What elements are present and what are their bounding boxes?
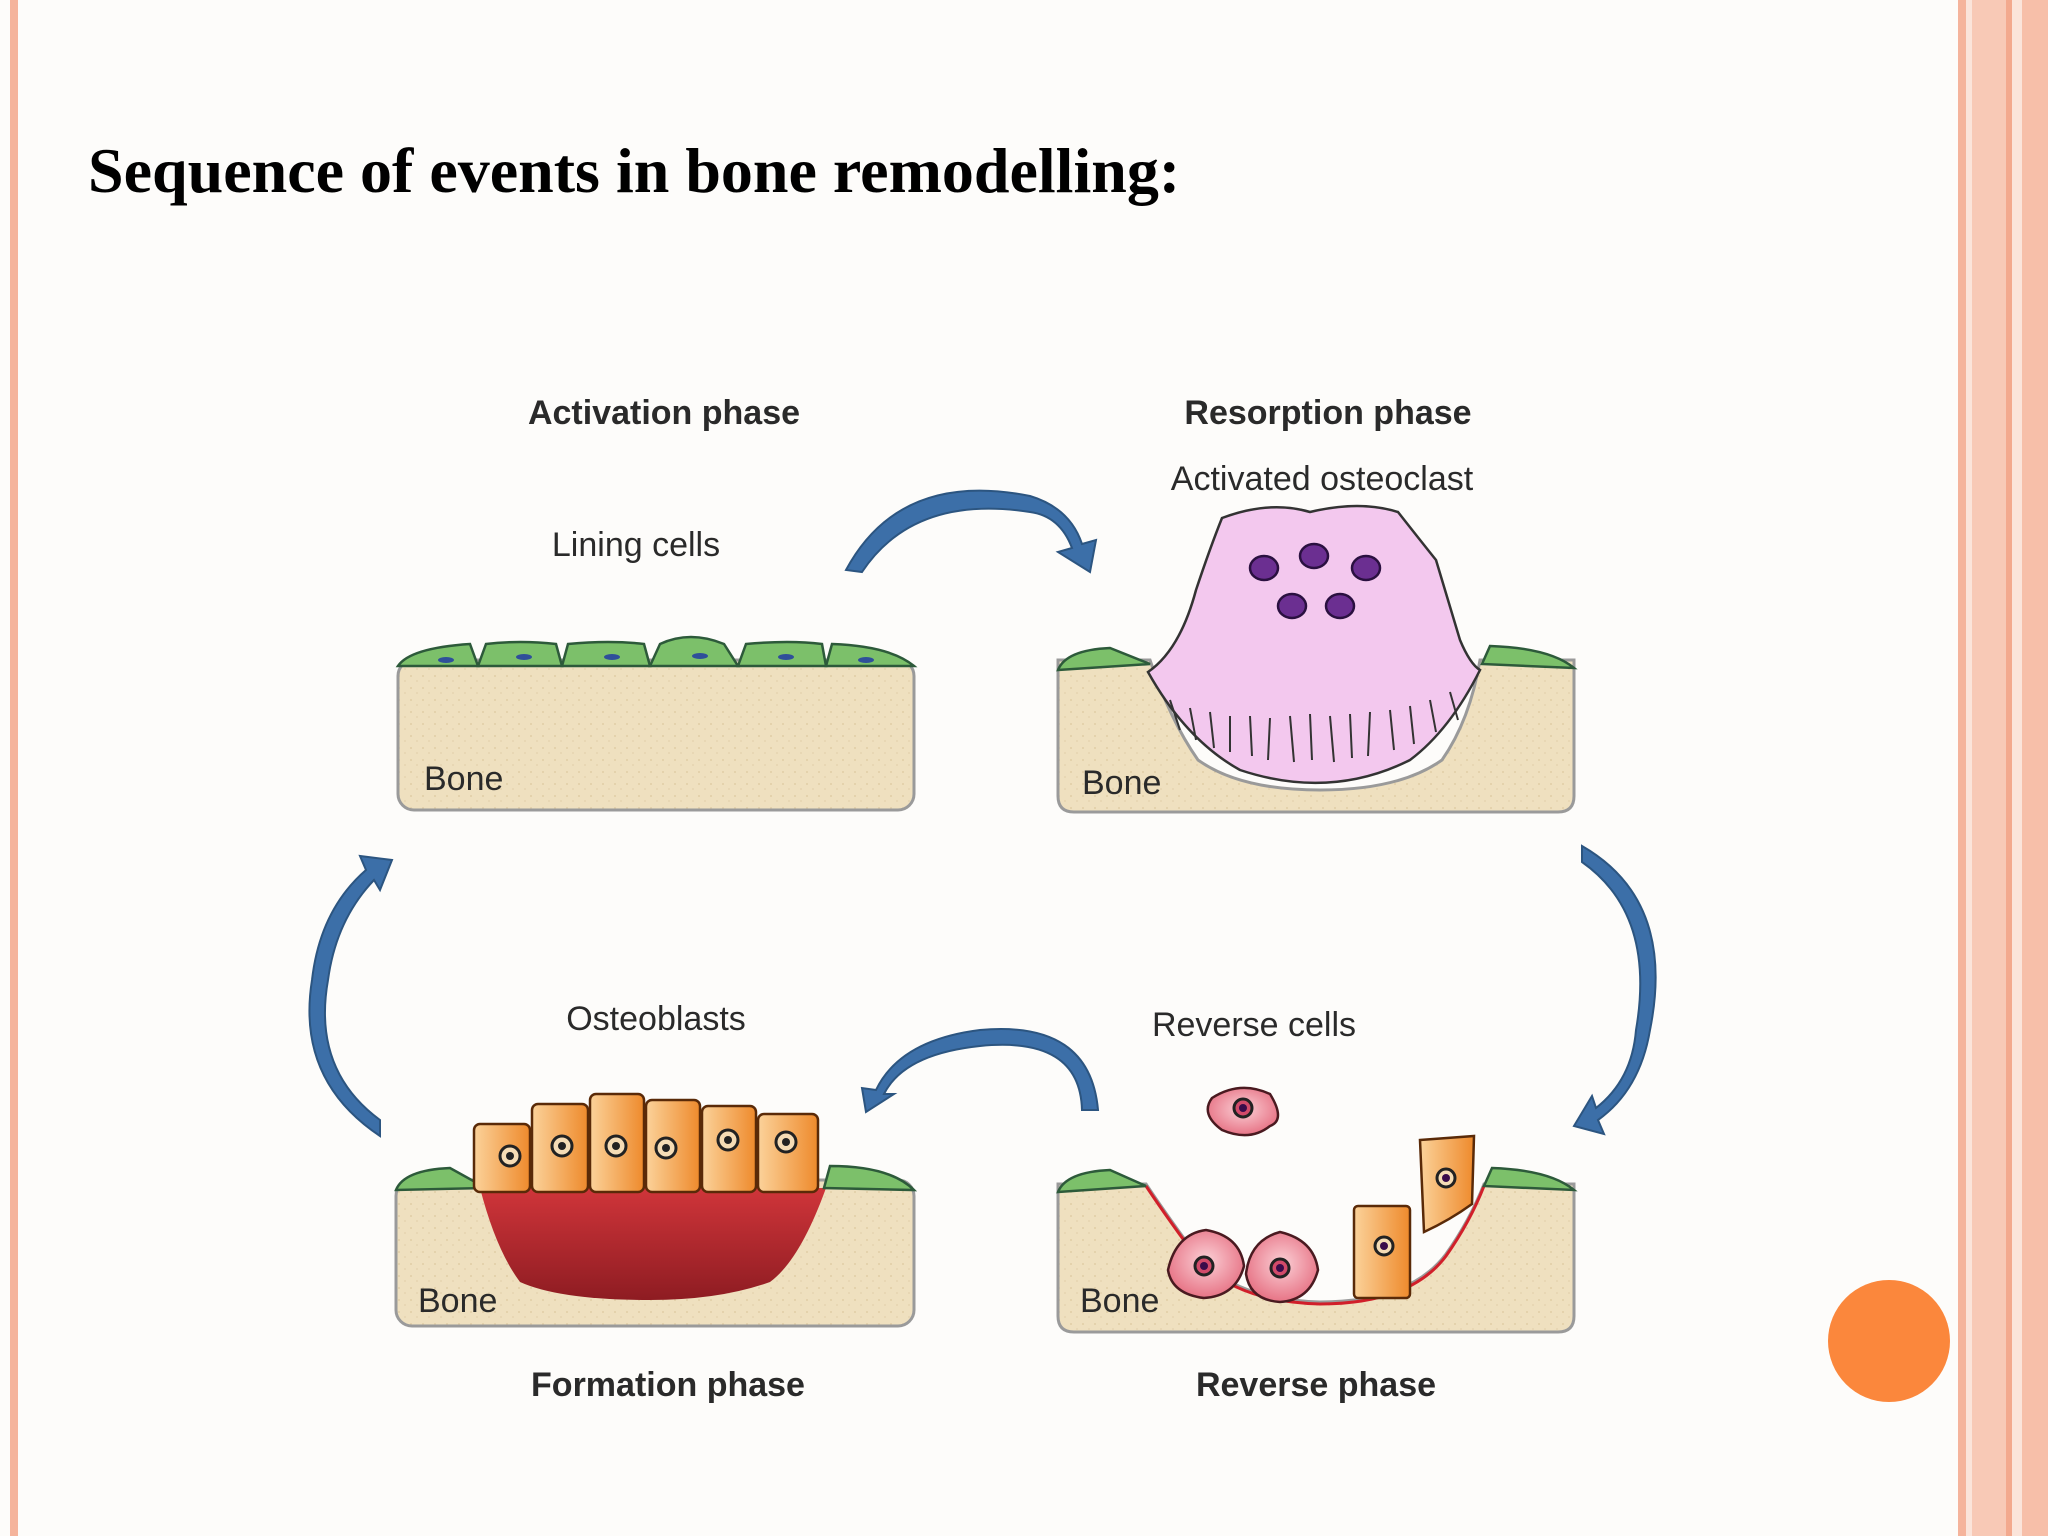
reverse-phase-label: Reverse phase <box>1196 1366 1436 1404</box>
lining-cell <box>1056 1168 1147 1194</box>
arrow-reverse-to-formation-icon <box>860 1028 1100 1114</box>
activation-panel <box>395 635 918 812</box>
decorative-orange-circle <box>1828 1280 1950 1402</box>
reverse-phase-nucleoli <box>1200 1104 1450 1272</box>
lining-cell <box>1480 644 1578 670</box>
formation-panel <box>394 1092 918 1328</box>
reverse-cells-group <box>1166 1086 1320 1304</box>
arrow-activation-to-resorption-icon <box>844 489 1098 574</box>
bone-label: Bone <box>1080 1282 1159 1320</box>
cycle-arrows <box>308 489 1657 1138</box>
activated-osteoclast-label: Activated osteoclast <box>1171 460 1474 498</box>
lining-cells-label: Lining cells <box>552 526 720 564</box>
resorption-panel <box>1056 504 1578 814</box>
bone-label: Bone <box>418 1282 497 1320</box>
formation-phase-label: Formation phase <box>531 1366 805 1404</box>
resorption-phase-label: Resorption phase <box>1184 394 1471 432</box>
lining-cell-nuclei <box>438 653 874 663</box>
arrow-resorption-to-reverse-icon <box>1572 844 1657 1136</box>
osteoblasts-label: Osteoblasts <box>566 1000 746 1038</box>
reverse-cells-label: Reverse cells <box>1152 1006 1356 1044</box>
left-border-frame <box>0 0 22 1536</box>
ruffled-border <box>1169 691 1459 763</box>
lining-cell <box>394 1166 491 1192</box>
bone-block <box>1056 658 1576 814</box>
lining-cells-layer <box>395 635 918 668</box>
bone-label: Bone <box>424 760 503 798</box>
lining-cell <box>1482 1166 1578 1192</box>
activation-phase-label: Activation phase <box>528 394 800 432</box>
osteoblast-row <box>472 1092 820 1194</box>
osteoclast-nuclei <box>1248 542 1382 620</box>
osteoblast-nucleoli <box>506 1136 790 1160</box>
reverse-panel <box>1056 1086 1578 1334</box>
right-border-frame <box>1958 0 2048 1536</box>
bone-label: Bone <box>1082 764 1161 802</box>
lining-cell <box>822 1164 918 1192</box>
activated-osteoclast <box>1146 504 1482 785</box>
pre-osteoblasts <box>1352 1134 1476 1300</box>
arrow-formation-to-activation-icon <box>308 854 394 1138</box>
slide-title: Sequence of events in bone remodelling: <box>88 135 1181 206</box>
lining-cell <box>1056 646 1151 672</box>
new-bone-matrix <box>480 1188 826 1300</box>
